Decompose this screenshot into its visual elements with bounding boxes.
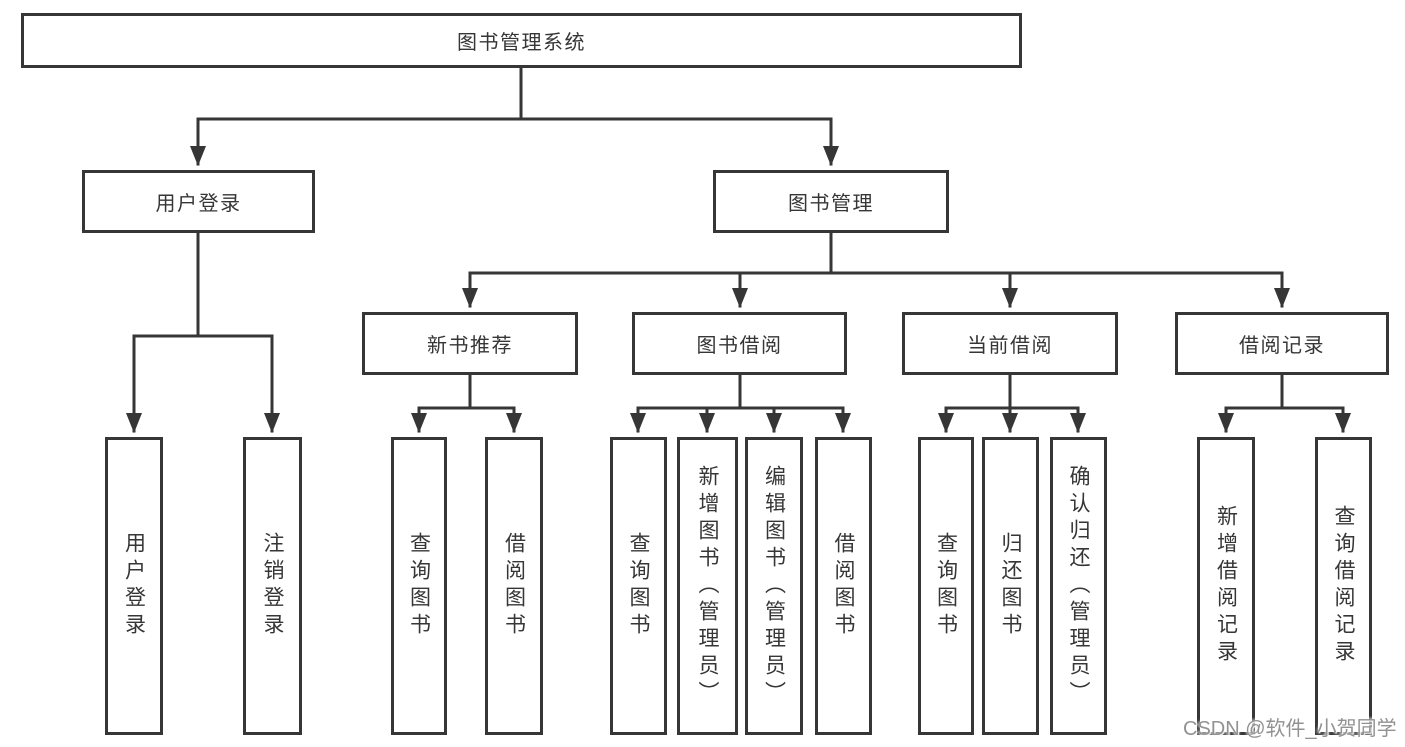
- node-leaf-add-books-admin: 新增图书（管理员）: [677, 437, 738, 735]
- node-label: 新书推荐: [427, 335, 513, 357]
- node-user-login: 用户登录: [82, 170, 315, 233]
- node-label: 图书管理系统: [457, 32, 586, 54]
- node-leaf-query-borrow-record: 查询借阅记录: [1315, 437, 1372, 735]
- watermark: CSDN @软件_小贺同学: [1183, 718, 1397, 740]
- node-root: 图书管理系统: [21, 13, 1022, 68]
- node-leaf-logout: 注销登录: [243, 437, 302, 735]
- node-leaf-edit-books-admin: 编辑图书（管理员）: [745, 437, 803, 735]
- node-label: 编辑图书（管理员）: [762, 464, 786, 708]
- node-leaf-confirm-return-admin: 确认归还（管理员）: [1050, 437, 1107, 735]
- node-leaf-user-login: 用户登录: [105, 437, 163, 735]
- node-label: 用户登录: [155, 193, 242, 215]
- node-label: 确认归还（管理员）: [1067, 464, 1091, 708]
- node-book-management: 图书管理: [713, 170, 949, 233]
- node-label: 图书管理: [788, 193, 874, 215]
- node-leaf-query-books-2: 查询图书: [610, 437, 667, 735]
- node-label: 查询图书: [407, 532, 431, 640]
- node-borrow-records: 借阅记录: [1175, 312, 1389, 375]
- node-label: 归还图书: [999, 532, 1023, 640]
- node-leaf-return-books: 归还图书: [982, 437, 1039, 735]
- node-label: 新增借阅记录: [1214, 505, 1238, 667]
- node-current-borrow: 当前借阅: [902, 312, 1118, 375]
- node-label: 借阅图书: [502, 532, 526, 640]
- node-label: 图书借阅: [696, 335, 783, 357]
- node-leaf-query-books-1: 查询图书: [391, 437, 447, 735]
- node-label: 借阅图书: [832, 532, 856, 640]
- node-leaf-add-borrow-record: 新增借阅记录: [1197, 437, 1255, 735]
- node-leaf-borrow-books-1: 借阅图书: [485, 437, 543, 735]
- node-new-book-recommend: 新书推荐: [362, 312, 578, 375]
- node-label: 新增图书（管理员）: [696, 464, 720, 708]
- node-leaf-query-books-3: 查询图书: [918, 437, 974, 735]
- node-label: 查询图书: [934, 532, 958, 640]
- node-label: 用户登录: [122, 532, 146, 640]
- node-label: 查询图书: [627, 532, 651, 640]
- node-leaf-borrow-books-2: 借阅图书: [815, 437, 872, 735]
- node-label: 注销登录: [261, 532, 285, 640]
- node-label: 查询借阅记录: [1332, 505, 1356, 667]
- node-label: 借阅记录: [1239, 335, 1325, 357]
- node-label: 当前借阅: [967, 335, 1053, 357]
- node-book-borrow: 图书借阅: [632, 312, 847, 375]
